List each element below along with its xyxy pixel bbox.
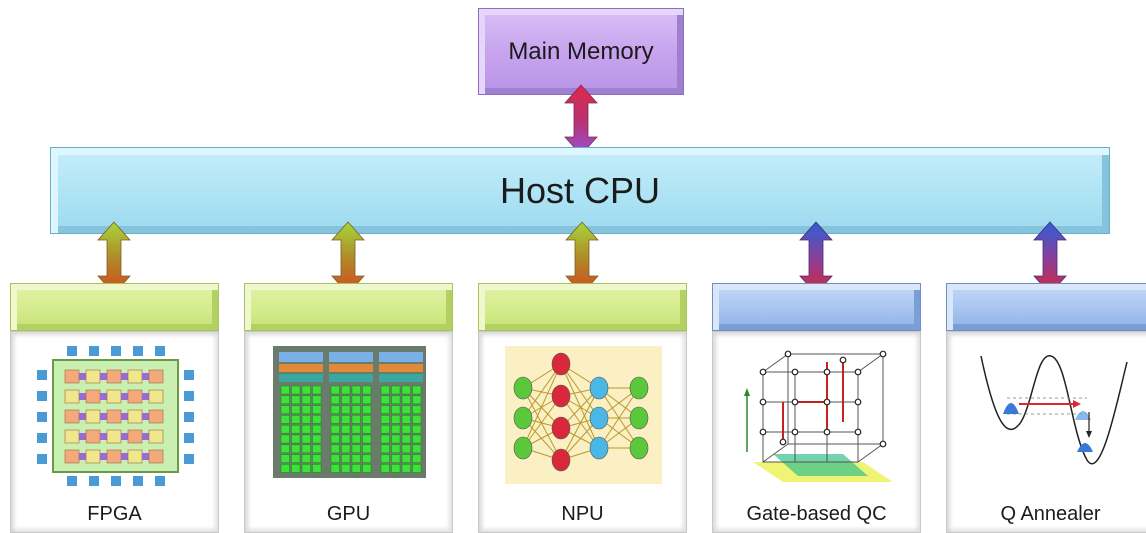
memory-cpu-arrow [564,84,598,156]
npu-label: NPU [561,503,604,525]
q-annealer-card-header [946,283,1146,331]
main-memory-label: Main Memory [508,37,654,65]
q-annealer-card-body: Q Annealer [946,331,1146,533]
gpu-card: GPU [244,283,453,533]
gpu-card-header [244,283,453,331]
npu-card: NPU [478,283,687,533]
host-cpu-label: Host CPU [499,169,661,211]
neural-network-icon [505,346,662,484]
npu-card-body: NPU [478,331,687,533]
fpga-card-header [10,283,219,331]
qubit-lattice-icon [744,350,893,482]
main-memory-box: Main Memory [478,8,684,95]
gate-qc-label: Gate-based QC [746,503,887,525]
host-cpu-box: Host CPU [50,147,1110,234]
fpga-card: FPGA [10,283,219,533]
energy-landscape-icon [980,355,1128,465]
gpu-label: GPU [326,503,371,525]
gate-qc-card-body: Gate-based QC [712,331,921,533]
gate-qc-card-header [712,283,921,331]
fpga-label: FPGA [87,503,142,525]
gpu-chip-icon [273,346,426,478]
npu-card-header [478,283,687,331]
fpga-card-body: FPGA [10,331,219,533]
q-annealer-label: Q Annealer [1000,503,1101,525]
q-annealer-card: Q Annealer [946,283,1146,533]
gate-qc-card: Gate-based QC [712,283,921,533]
fpga-chip-icon [37,346,194,486]
gpu-card-body: GPU [244,331,453,533]
